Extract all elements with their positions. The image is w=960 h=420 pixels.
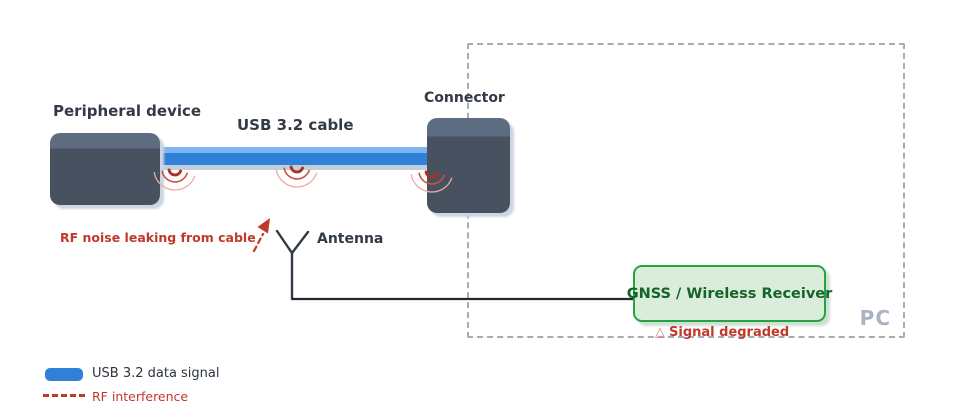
peripheral-device-label: Peripheral device xyxy=(53,102,202,120)
warning-triangle-icon: △ xyxy=(655,325,665,340)
usb-signal-swatch-icon xyxy=(45,368,83,381)
usb-cable xyxy=(155,147,432,170)
pc-label: PC xyxy=(859,306,891,330)
gnss-receiver-label: GNSS / Wireless Receiver xyxy=(626,285,833,302)
rf-emission-ripples-icon xyxy=(153,168,196,191)
rf-noise-arrow-icon xyxy=(252,218,270,253)
connector-box xyxy=(427,118,510,213)
connector-label: Connector xyxy=(424,90,505,106)
gnss-receiver-box: GNSS / Wireless Receiver xyxy=(627,265,832,322)
peripheral-device-box xyxy=(50,133,160,205)
rf-emission-ripples-icon xyxy=(275,165,318,188)
usb-cable-label: USB 3.2 cable xyxy=(237,116,354,134)
rf-interference-swatch-icon xyxy=(43,394,85,397)
signal-degraded-label: Signal degraded xyxy=(669,325,790,340)
legend-rf-label: RF interference xyxy=(92,389,189,404)
antenna-label: Antenna xyxy=(317,231,384,247)
antenna-icon xyxy=(275,229,310,301)
rf-noise-annotation: RF noise leaking from cable xyxy=(60,230,256,245)
signal-degraded-annotation: △ Signal degraded xyxy=(655,325,789,340)
legend-usb-label: USB 3.2 data signal xyxy=(92,366,220,381)
